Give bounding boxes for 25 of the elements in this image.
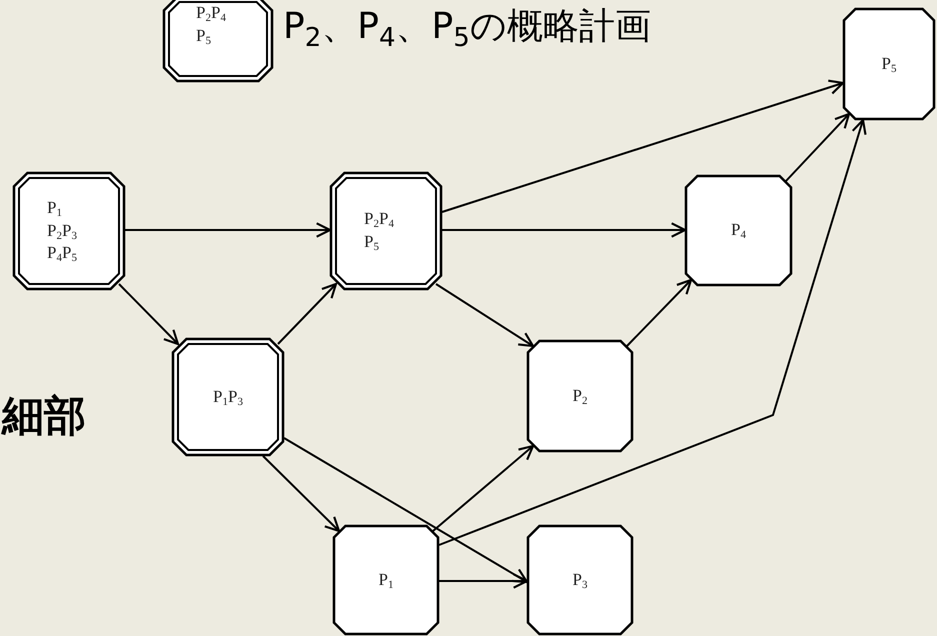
arrow xyxy=(262,455,340,532)
section-label: 細部 xyxy=(2,390,86,442)
arrow xyxy=(442,222,686,238)
node-label: P$_{1}$P$_{3}$ xyxy=(213,386,243,408)
node-label: P$_{5}$ xyxy=(882,52,896,76)
node-label: P$_{3}$ xyxy=(572,568,588,592)
arrow xyxy=(438,118,867,546)
double-octagon-box xyxy=(163,0,273,82)
arrow xyxy=(442,80,844,213)
arrow xyxy=(284,437,528,584)
arrow xyxy=(439,573,528,589)
arrow xyxy=(277,282,338,345)
node-label: P$_{2}$P$_{4}$ P$_{5}$ xyxy=(196,2,227,48)
arrow xyxy=(118,283,180,346)
node-label: P$_{1}$ P$_{2}$P$_{3}$ P$_{4}$P$_{5}$ xyxy=(47,196,78,266)
arrow xyxy=(432,444,534,532)
arrow xyxy=(125,222,332,238)
arrow xyxy=(785,112,850,182)
node-label: P$_{2}$ xyxy=(572,384,588,408)
node-label: P$_{2}$P$_{4}$ P$_{5}$ xyxy=(364,208,395,254)
heading-text: P$_{2}$、P$_{4}$、P$_{5}$の概略計画 xyxy=(283,5,651,49)
node-label: P$_{1}$ xyxy=(378,568,394,592)
arrow xyxy=(626,278,692,347)
arrow xyxy=(435,283,534,348)
node-label: P$_{4}$ xyxy=(731,219,746,242)
